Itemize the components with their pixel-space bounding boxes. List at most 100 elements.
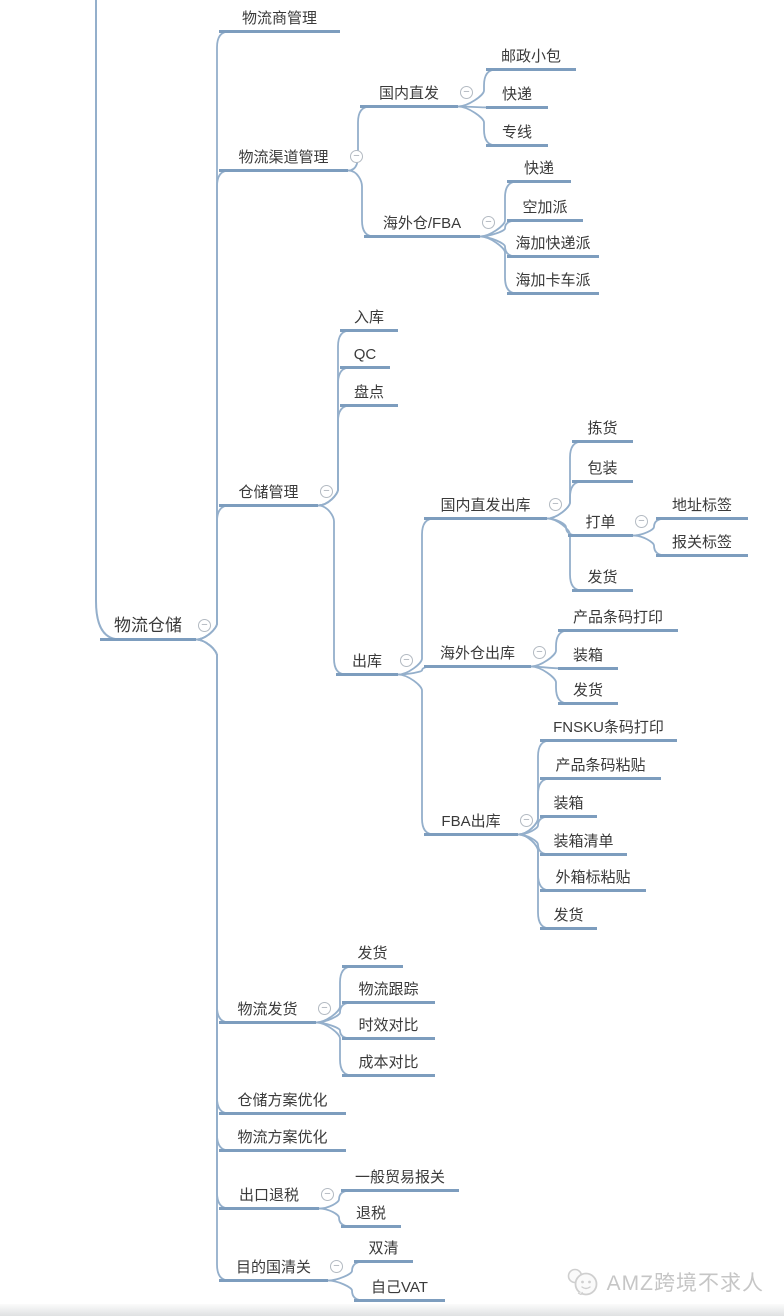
node-postal-packet[interactable]: 邮政小包 (486, 47, 576, 71)
node-express[interactable]: 快递 (507, 159, 571, 183)
node-inbound[interactable]: 入库 (340, 308, 398, 332)
node-label: 邮政小包 (500, 48, 561, 65)
node-cost-comparison[interactable]: 成本对比 (342, 1053, 435, 1077)
collapse-minus-icon[interactable]: − (320, 485, 333, 498)
node-overseas-warehouse-outbound[interactable]: 海外仓出库− (424, 644, 546, 668)
node-label: 海加快递派 (515, 235, 591, 252)
node-label: QC (353, 346, 377, 363)
node-export-tax-rebate[interactable]: 出口退税− (219, 1186, 334, 1210)
watermark-text: AMZ跨境不求人 (606, 1272, 764, 1295)
node-sea-express-delivery[interactable]: 海加快递派 (507, 234, 599, 258)
node-overseas-warehouse-fba[interactable]: 海外仓/FBA− (364, 214, 495, 238)
node-label: 一般贸易报关 (354, 1169, 445, 1186)
collapse-minus-icon[interactable]: − (549, 498, 562, 511)
node-destination-customs-clearance[interactable]: 目的国清关 − (219, 1258, 343, 1282)
watermark-logo-icon (567, 1268, 598, 1296)
node-label: 发货 (357, 945, 388, 962)
collapse-minus-icon[interactable]: − (460, 86, 473, 99)
node-product-barcode-sticking[interactable]: 产品条码粘贴 (540, 756, 661, 780)
node-label: 包装 (587, 460, 618, 477)
node-dedicated-line[interactable]: 专线 (486, 123, 548, 147)
node-label: FNSKU条码打印 (553, 719, 664, 736)
node-warehouse-plan-optimization[interactable]: 仓储方案优化 (219, 1091, 346, 1115)
node-label: 专线 (501, 124, 532, 141)
collapse-minus-icon[interactable]: − (482, 216, 495, 229)
node-sea-truck-delivery[interactable]: 海加卡车派 (507, 271, 599, 295)
node-label: 产品条码打印 (572, 609, 663, 626)
node-address-label[interactable]: 地址标签 (656, 496, 748, 520)
node-label: 发货 (572, 682, 603, 699)
node-logistics-plan-optimization[interactable]: 物流方案优化 (219, 1128, 346, 1152)
node-label: 目的国清关 (235, 1259, 311, 1276)
node-label: 入库 (353, 309, 384, 326)
node-stocktaking[interactable]: 盘点 (340, 383, 398, 407)
node-carton-label-sticking[interactable]: 外箱标粘贴 (540, 868, 646, 892)
watermark: AMZ跨境不求人 (565, 1266, 764, 1298)
node-domestic-direct-outbound[interactable]: 国内直发出库− (424, 496, 562, 520)
node-general-trade-customs-declaration[interactable]: 一般贸易报关 (341, 1168, 459, 1192)
collapse-minus-icon[interactable]: − (350, 150, 363, 163)
node-label: FBA出库 (441, 813, 501, 830)
node-logistics-provider-management[interactable]: 物流商管理 (219, 9, 340, 33)
node-delivery-time-comparison[interactable]: 时效对比 (342, 1016, 435, 1040)
node-shipping[interactable]: 发货 (342, 944, 403, 968)
collapse-minus-icon[interactable]: − (533, 646, 546, 659)
node-label: 物流发货 (237, 1001, 298, 1018)
node-warehouse-management[interactable]: 仓储管理 − (219, 483, 333, 507)
node-domestic-direct-shipping[interactable]: 国内直发 − (360, 84, 473, 108)
node-fnsku-barcode-printing[interactable]: FNSKU条码打印 (540, 718, 677, 742)
node-fba-outbound[interactable]: FBA出库 − (424, 812, 533, 836)
node-express[interactable]: 快递 (486, 85, 548, 109)
node-label: 外箱标粘贴 (555, 869, 631, 886)
node-label: 发货 (553, 907, 584, 924)
node-own-vat[interactable]: 自己VAT (354, 1278, 445, 1302)
node-tax-rebate[interactable]: 退税 (341, 1204, 401, 1228)
node-shipping[interactable]: 发货 (558, 681, 618, 705)
node-label: 装箱清单 (553, 833, 614, 850)
node-air-plus-delivery[interactable]: 空加派 (507, 198, 583, 222)
node-boxing[interactable]: 装箱 (540, 794, 597, 818)
node-product-barcode-printing[interactable]: 产品条码打印 (558, 608, 678, 632)
collapse-minus-icon[interactable]: − (400, 654, 413, 667)
collapse-minus-icon[interactable]: − (198, 619, 211, 632)
node-label: 自己VAT (371, 1279, 428, 1296)
node-picking[interactable]: 拣货 (572, 419, 633, 443)
node-label: 双清 (368, 1240, 399, 1257)
node-label: 装箱 (572, 647, 603, 664)
node-shipping[interactable]: 发货 (540, 906, 597, 930)
node-packing-list[interactable]: 装箱清单 (540, 832, 627, 856)
node-outbound[interactable]: 出库− (336, 652, 413, 676)
collapse-minus-icon[interactable]: − (321, 1188, 334, 1201)
node-label: 打单 (585, 514, 616, 531)
node-print-order[interactable]: 打单 − (568, 513, 648, 537)
node-label: 盘点 (353, 384, 384, 401)
node-double-clearance[interactable]: 双清 (354, 1239, 413, 1263)
node-logistics-tracking[interactable]: 物流跟踪 (342, 980, 435, 1004)
node-customs-label[interactable]: 报关标签 (656, 533, 748, 557)
node-label: 退税 (355, 1205, 386, 1222)
node-shipping[interactable]: 发货 (572, 568, 633, 592)
node-label: 仓储管理 (238, 484, 299, 501)
node-logistics-shipping[interactable]: 物流发货 − (219, 1000, 331, 1024)
node-boxing[interactable]: 装箱 (558, 646, 618, 670)
collapse-minus-icon[interactable]: − (330, 1260, 343, 1273)
node-logistics-warehousing[interactable]: 物流仓储 − (100, 616, 211, 641)
node-packing[interactable]: 包装 (572, 459, 633, 483)
node-label: 时效对比 (358, 1017, 419, 1034)
collapse-minus-icon[interactable]: − (520, 814, 533, 827)
node-label: 发货 (587, 569, 618, 586)
node-qc[interactable]: QC (340, 345, 390, 369)
node-label: 物流方案优化 (237, 1129, 328, 1146)
node-label: 装箱 (553, 795, 584, 812)
node-label: 物流跟踪 (358, 981, 419, 998)
node-label: 成本对比 (358, 1054, 419, 1071)
bottom-edge-bar (0, 1304, 784, 1316)
node-label: 国内直发 (378, 85, 439, 102)
node-label: 拣货 (587, 420, 618, 437)
collapse-minus-icon[interactable]: − (318, 1002, 331, 1015)
collapse-minus-icon[interactable]: − (635, 515, 648, 528)
node-logistics-channel-management[interactable]: 物流渠道管理− (219, 148, 363, 172)
node-label: 物流仓储 (114, 616, 182, 635)
node-label: 空加派 (522, 199, 568, 216)
node-label: 产品条码粘贴 (555, 757, 646, 774)
